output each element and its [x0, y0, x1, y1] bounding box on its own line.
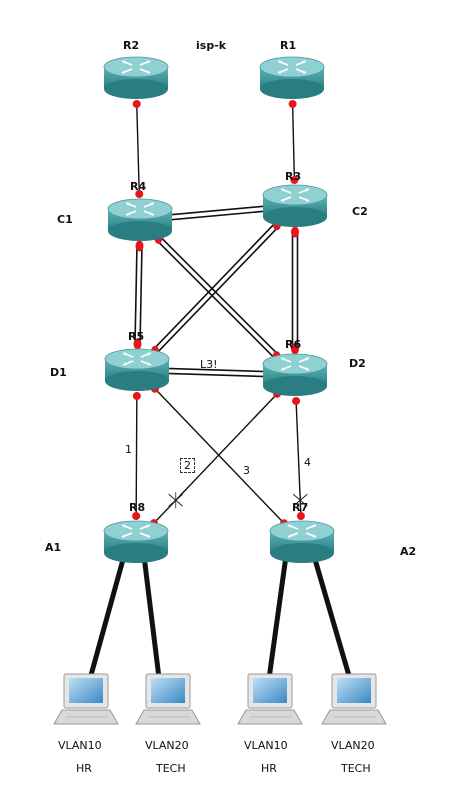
- port-dot: [290, 176, 299, 185]
- router-r5-icon: [104, 348, 170, 391]
- router-r6-icon: [262, 353, 328, 396]
- link-r6-r8: [149, 389, 282, 528]
- router-label-r3: R3: [285, 170, 302, 183]
- router-label-r4: R4: [130, 180, 147, 193]
- link-label-4: 4: [304, 456, 311, 469]
- host-dept-3: HR: [261, 762, 277, 775]
- link-r4-r5: [133, 240, 144, 350]
- router-label-r5: R5: [128, 330, 145, 343]
- link-label-l3: L3!: [200, 358, 218, 371]
- port-dot: [135, 190, 144, 199]
- host-cable-3: [265, 555, 289, 687]
- hosts-layer: [53, 673, 387, 725]
- link-r3-r6: [291, 226, 299, 355]
- link-label-2: 2: [180, 458, 195, 473]
- router-r4-icon: [107, 198, 173, 241]
- host-vlan-1: VLAN10: [58, 739, 102, 752]
- blocked-port-icon: [292, 492, 308, 509]
- role-label-d1: D1: [50, 366, 67, 379]
- role-label-a1: A1: [45, 541, 62, 554]
- laptop-icon: [321, 673, 387, 725]
- port-dot: [132, 99, 141, 108]
- link-r6-r7: [292, 396, 308, 521]
- role-label-d2: D2: [349, 357, 366, 370]
- role-label-c2: C2: [352, 205, 368, 218]
- role-label-c1: C1: [57, 213, 73, 226]
- link-r2-r4: [132, 99, 144, 199]
- host-dept-1: HR: [76, 762, 92, 775]
- port-dot: [133, 338, 142, 350]
- role-label-a2: A2: [400, 545, 417, 558]
- link-r1-r3: [288, 99, 299, 185]
- diagram-title: isp-k: [196, 39, 227, 52]
- router-label-r2: R2: [123, 39, 140, 52]
- host-vlan-2: VLAN20: [145, 739, 189, 752]
- host-cable-4: [311, 555, 355, 687]
- host-dept-4: TECH: [341, 762, 371, 775]
- laptop-icon: [53, 673, 119, 725]
- link-r3-r5: [151, 219, 281, 357]
- link-r4-r6: [154, 232, 281, 363]
- port-dot: [132, 512, 141, 521]
- router-label-r1: R1: [280, 39, 297, 52]
- port-dot: [132, 391, 141, 400]
- link-r5-r7: [150, 384, 289, 528]
- host-cable-2: [141, 555, 163, 687]
- router-r8-icon: [103, 520, 169, 563]
- link-label-1: 1: [125, 443, 132, 456]
- router-label-r7: R7: [292, 501, 309, 514]
- host-dept-2: TECH: [156, 762, 186, 775]
- router-label-r6: R6: [285, 338, 302, 351]
- router-r2-icon: [103, 56, 169, 99]
- port-dot: [292, 396, 301, 405]
- port-dot: [135, 240, 144, 252]
- blocked-port-icon: [168, 492, 184, 509]
- router-r3-icon: [262, 184, 328, 227]
- laptop-icon: [135, 673, 201, 725]
- router-label-r8: R8: [129, 501, 146, 514]
- port-dot: [291, 226, 299, 238]
- router-r1-icon: [259, 56, 325, 99]
- router-r7-icon: [269, 520, 335, 563]
- host-cable-1: [85, 555, 127, 687]
- routers-layer: [103, 56, 335, 563]
- port-dot: [296, 512, 305, 521]
- laptop-icon: [237, 673, 303, 725]
- link-label-3: 3: [243, 464, 250, 477]
- link-r5-r8: [132, 391, 141, 521]
- host-vlan-4: VLAN20: [331, 739, 375, 752]
- port-dot: [288, 99, 297, 108]
- link-r4-r3: [161, 202, 274, 224]
- port-dot: [291, 343, 299, 355]
- host-vlan-3: VLAN10: [244, 739, 288, 752]
